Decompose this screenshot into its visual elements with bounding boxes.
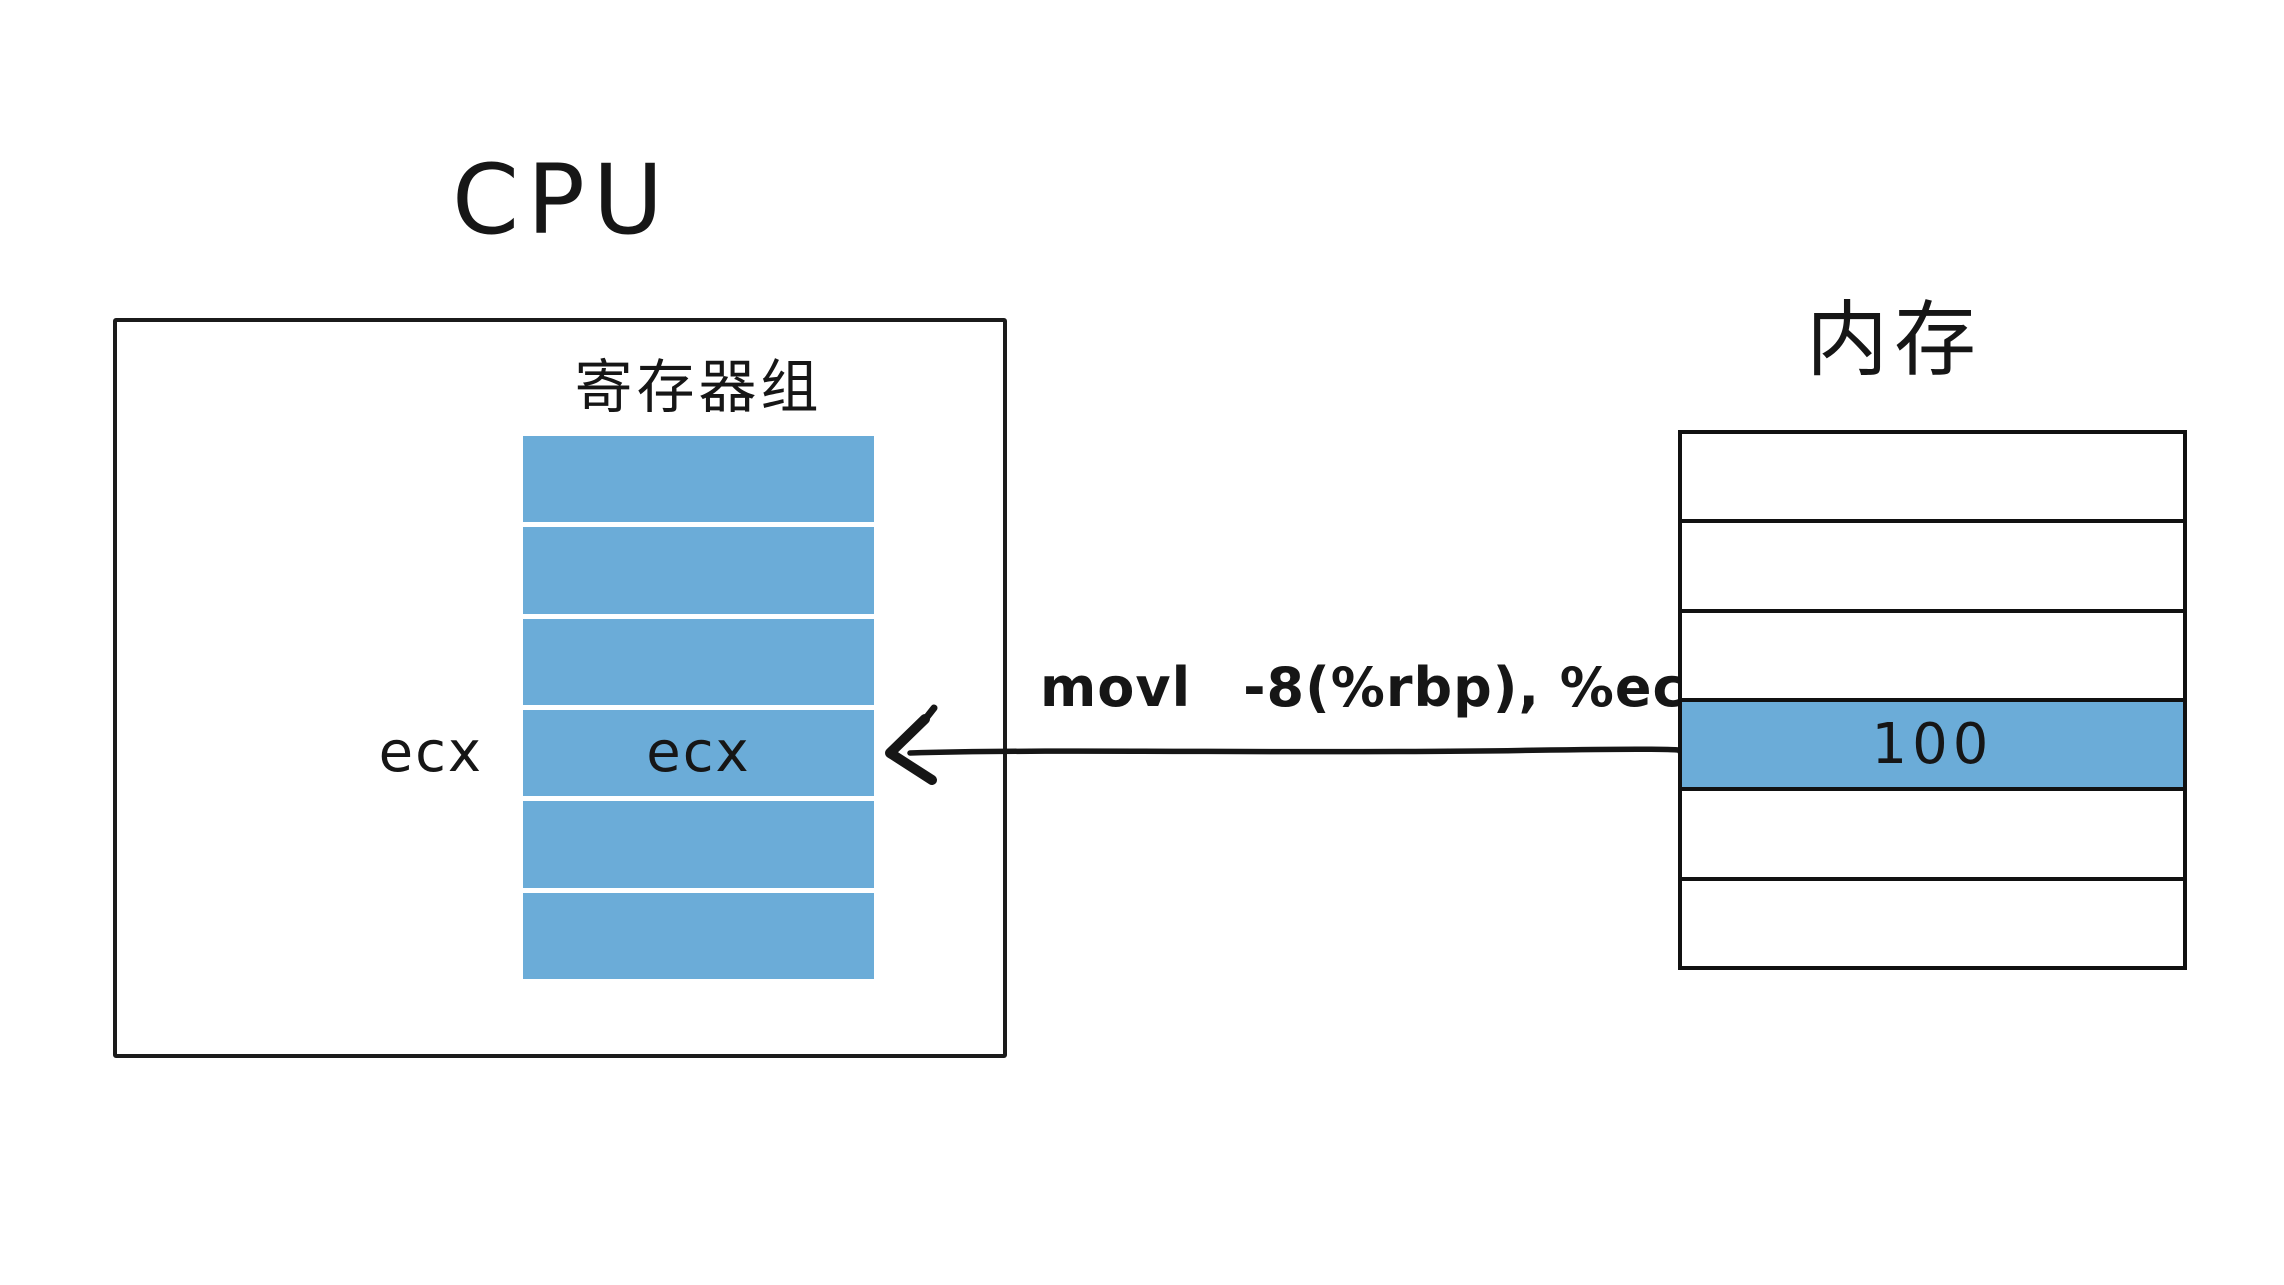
memory-row [1682, 434, 2183, 519]
instruction-operands: -8(%rbp), %ecx [1243, 656, 1722, 719]
cpu-box: 寄存器组 ecx ecx [113, 318, 1007, 1058]
register-file-stack: ecx [523, 436, 874, 979]
register-row [523, 801, 874, 888]
register-row-label: ecx [646, 720, 751, 786]
register-file-label: 寄存器组 [574, 353, 823, 421]
register-row [523, 618, 874, 705]
data-transfer-arrow [885, 704, 1684, 785]
arrow-shaft [907, 746, 1684, 756]
instruction-mnemonic: movl [1040, 656, 1192, 719]
memory-cell-value: 100 [1871, 711, 1994, 777]
memory-row [1682, 876, 2183, 966]
memory-row [1682, 787, 2183, 876]
arrow-head [885, 714, 937, 785]
register-row [523, 436, 874, 523]
arrow-head-flick [919, 704, 938, 726]
memory-row [1682, 608, 2183, 698]
memory-table: 100 [1678, 430, 2187, 970]
instruction-label: movl -8(%rbp), %ecx [1040, 656, 1720, 719]
register-pointer-label: ecx [378, 720, 483, 785]
memory-row: 100 [1682, 697, 2183, 788]
memory-row [1682, 519, 2183, 608]
register-row: ecx [523, 709, 874, 797]
cpu-title: CPU [452, 144, 672, 256]
memory-title: 内存 [1806, 293, 1983, 388]
register-row [523, 892, 874, 979]
register-row [523, 527, 874, 614]
